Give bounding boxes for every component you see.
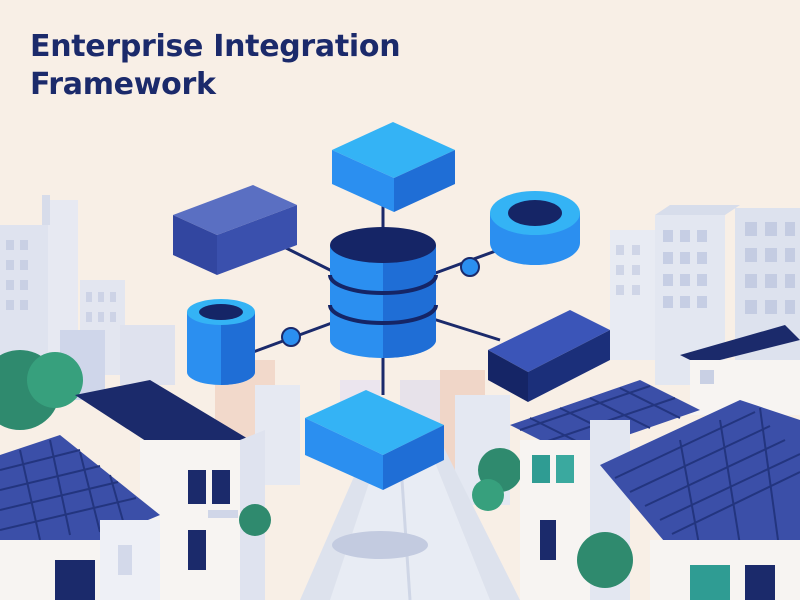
cube-icon <box>173 185 297 275</box>
database-icon <box>328 227 438 358</box>
street <box>300 440 520 600</box>
left-houses <box>0 350 271 600</box>
cube-icon <box>488 310 610 402</box>
database-icon <box>187 299 255 385</box>
connector-node-icon <box>460 257 480 277</box>
page-title: Enterprise Integration Framework <box>30 29 401 102</box>
cube-icon <box>332 122 455 212</box>
ring-icon <box>490 191 580 265</box>
cube-icon <box>305 390 444 490</box>
right-houses <box>472 325 800 600</box>
node-shadow <box>332 531 428 559</box>
connector-node-icon <box>281 327 301 347</box>
